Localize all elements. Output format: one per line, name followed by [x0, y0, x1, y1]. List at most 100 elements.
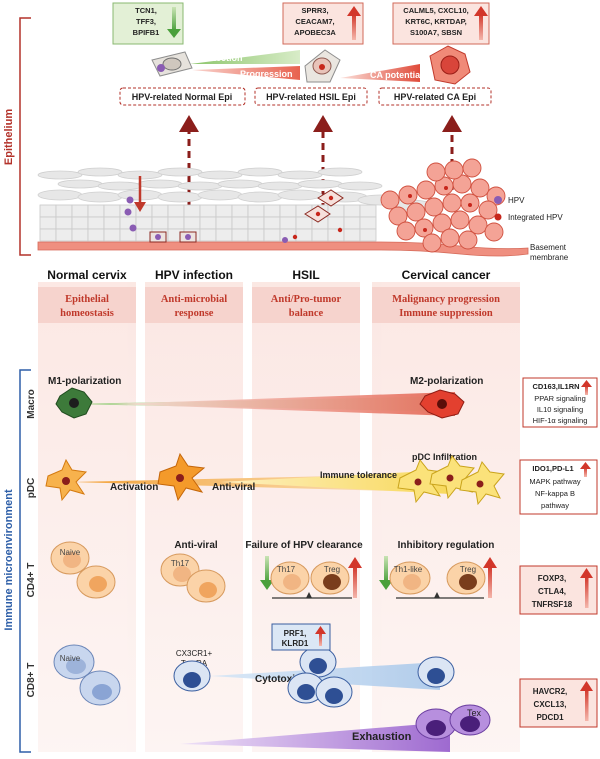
ca-potential-label: CA potential	[370, 70, 423, 80]
gene-text: NF-kappa B	[535, 489, 575, 498]
hsil-balance: Th17 Treg	[260, 556, 362, 599]
gene-box-hsil: SPRR3, CEACAM7, APOBEC3A	[282, 2, 364, 45]
epithelium-tissue	[37, 158, 529, 257]
immune-bracket: Immune microenvironment	[3, 369, 31, 753]
red-arrow-icon	[134, 176, 146, 212]
row-label: CD4+ T	[26, 563, 37, 598]
gene-text: S100A7, SBSN	[410, 28, 462, 37]
up-arrow-icon	[315, 626, 326, 634]
hpv-particles	[124, 196, 137, 232]
gene-text: CEACAM7,	[295, 17, 334, 26]
m2-label: M2-polarization	[410, 376, 483, 387]
gene-text: BPIFB1	[133, 28, 160, 37]
stage-desc: homeostasis	[60, 308, 114, 319]
naive-label: Naive	[60, 548, 81, 557]
pdc-activated-icon	[157, 452, 206, 502]
cx3cr1-label: CX3CR1+	[176, 649, 213, 658]
stage-desc: Malignancy progression	[392, 294, 500, 305]
pdc-cell-icon	[45, 458, 88, 502]
gene-text: PRF1,	[284, 629, 307, 638]
row-label: Macro	[26, 389, 37, 418]
m1-label: M1-polarization	[48, 376, 121, 387]
th17-label: Th17	[277, 565, 296, 574]
cytotoxicity-label: Cytotoxicity	[255, 674, 313, 685]
stage-title: HPV infection	[155, 268, 233, 282]
gene-text: TFF3,	[136, 17, 156, 26]
legend-text: HPV	[508, 196, 525, 205]
row-label: CD8+ T	[26, 663, 37, 698]
exhaustion-label: Exhaustion	[352, 731, 412, 743]
gene-text: CD163,IL1RN	[532, 382, 579, 391]
hsil-cell-icon	[304, 49, 341, 83]
naive-label: Naive	[60, 654, 81, 663]
macro-row: M1-polarization M2-polarization	[48, 376, 483, 419]
stage-desc: Anti-microbial	[161, 294, 227, 305]
up-arrow-icon	[474, 6, 488, 40]
up-arrow-icon	[580, 462, 591, 469]
failure-label: Failure of HPV clearance	[245, 540, 363, 551]
treg-label: Treg	[460, 565, 476, 574]
gene-box-cd8: HAVCR2, CXCL13, PDCD1	[519, 678, 598, 728]
gene-text: IL10 signaling	[537, 405, 583, 414]
epi-text: HPV-related Normal Epi	[132, 92, 233, 102]
epithelium-bracket: Epithelium	[3, 17, 31, 256]
down-arrow-icon	[167, 7, 181, 38]
epi-text: HPV-related HSIL Epi	[266, 92, 356, 102]
gene-text: MAPK pathway	[529, 477, 581, 486]
down-arrow-icon	[260, 580, 274, 590]
hpv-infected-cells	[149, 231, 288, 243]
stage-desc: response	[175, 308, 214, 319]
stage-title: Normal cervix	[47, 268, 127, 282]
epithelium-label: Epithelium	[3, 109, 15, 165]
protection-label: Protection	[198, 53, 243, 63]
stage-desc: balance	[289, 308, 324, 319]
gene-text: PDCD1	[536, 713, 564, 722]
stage-desc: Anti/Pro-tumor	[271, 294, 342, 305]
gene-text: PPAR signaling	[534, 394, 586, 403]
up-arrow-icon	[348, 557, 362, 568]
up-arrow-icon	[347, 6, 361, 40]
gene-text: TCN1,	[135, 6, 157, 15]
stage-descriptors: Epithelial homeostasis Anti-microbial re…	[38, 287, 520, 323]
normal-cell-icon	[151, 51, 193, 77]
m1-macrophage-icon	[55, 387, 93, 419]
tex-cells-icon: Tex	[415, 704, 491, 740]
anti-viral-label: Anti-viral	[212, 482, 256, 493]
epi-label-normal: HPV-related Normal Epi	[119, 87, 246, 106]
epi-label-hsil: HPV-related HSIL Epi	[254, 87, 368, 106]
gene-text: APOBEC3A	[294, 28, 336, 37]
epi-label-ca: HPV-related CA Epi	[378, 87, 492, 106]
gene-text: HIF-1α signaling	[533, 416, 588, 425]
hpv-legend-icon	[494, 196, 502, 204]
pdc-infiltration-label: pDC Infiltration	[412, 452, 477, 462]
gene-text: CXCL13,	[534, 700, 567, 709]
gene-box-ca: CALML5, CXCL10, KRT6C, KRTDAP, S100A7, S…	[392, 2, 490, 45]
anti-viral-cd4-label: Anti-viral	[174, 540, 218, 551]
gene-text: CALML5, CXCL10,	[403, 6, 468, 15]
up-arrow-icon	[580, 568, 593, 578]
stage-desc: Immune suppression	[399, 308, 493, 319]
gene-box-pdc: IDO1,PD-L1 MAPK pathway NF-kappa B pathw…	[519, 459, 598, 515]
ca-cell-icon	[429, 45, 471, 85]
tex-label: Tex	[467, 708, 482, 718]
cd8-row: Naive CX3CR1+ TemRA Cytotoxicity PRF1, K…	[53, 623, 491, 752]
legend-text: Integrated HPV	[508, 213, 563, 222]
up-arrow-icon	[581, 380, 592, 387]
stage-title: Cervical cancer	[402, 268, 491, 282]
epi-text: HPV-related CA Epi	[394, 92, 476, 102]
cd4-row: Naive Anti-viral Th17 Failure of HPV cle…	[50, 540, 497, 603]
integrated-hpv-legend-icon	[494, 213, 502, 221]
gene-box-normal: TCN1, TFF3, BPIFB1	[112, 2, 184, 45]
naive-cd8-cells: Naive	[53, 644, 121, 706]
prf-box: PRF1, KLRD1	[271, 623, 331, 651]
gene-text: SPRR3,	[301, 6, 328, 15]
stage-desc: Epithelial	[65, 294, 109, 305]
immune-tolerance-label: Immune tolerance	[320, 470, 397, 480]
basement-label: membrane	[530, 253, 569, 262]
gene-text: FOXP3,	[538, 574, 566, 583]
row-labels: Macro pDC CD4+ T CD8+ T	[26, 389, 37, 697]
progression-wedges: Protection Progression CA potential	[190, 50, 423, 82]
legend: HPV Integrated HPV Basement membrane	[494, 196, 569, 262]
up-arrow-icon	[483, 557, 497, 568]
